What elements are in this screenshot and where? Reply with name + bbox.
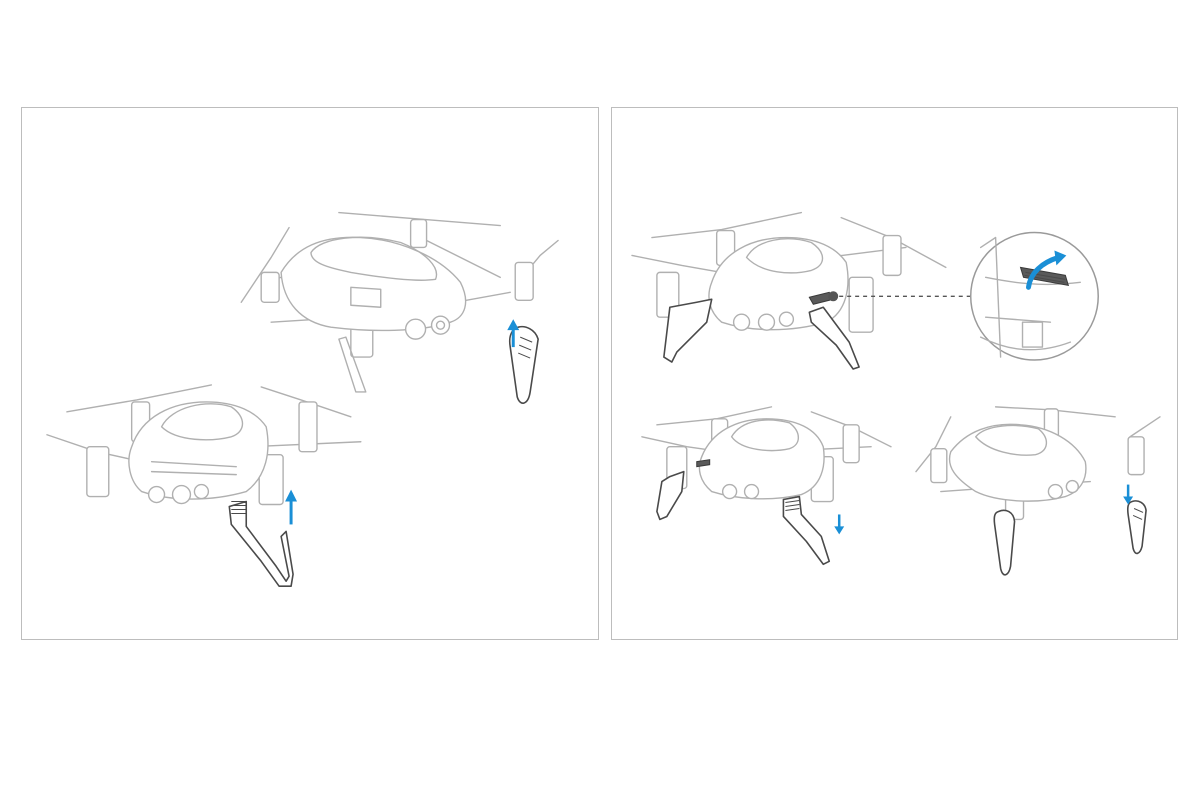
drone-illustration-4 [641,406,892,503]
remove-panel [611,107,1178,640]
landing-gear-2 [228,500,294,587]
magnifier-callout-icon [969,231,1099,361]
landing-gear-4 [656,459,831,566]
arrow-down-icon [834,514,845,535]
landing-gear-5 [993,500,1147,576]
arrow-down-icon-2 [1123,484,1134,505]
arrow-up-icon-2 [285,489,298,525]
remove-illustration [631,211,1161,576]
callout-dot [828,291,839,302]
drone-illustration-1 [240,211,559,393]
arrow-up-icon [507,319,520,348]
landing-gear-1 [508,325,539,404]
install-panel [21,107,599,640]
landing-gear-3 [663,291,860,370]
drone-illustration-2 [46,384,362,506]
curved-arrow-icon [1054,250,1067,266]
install-illustration [46,211,559,587]
drone-illustration-5 [915,406,1161,521]
